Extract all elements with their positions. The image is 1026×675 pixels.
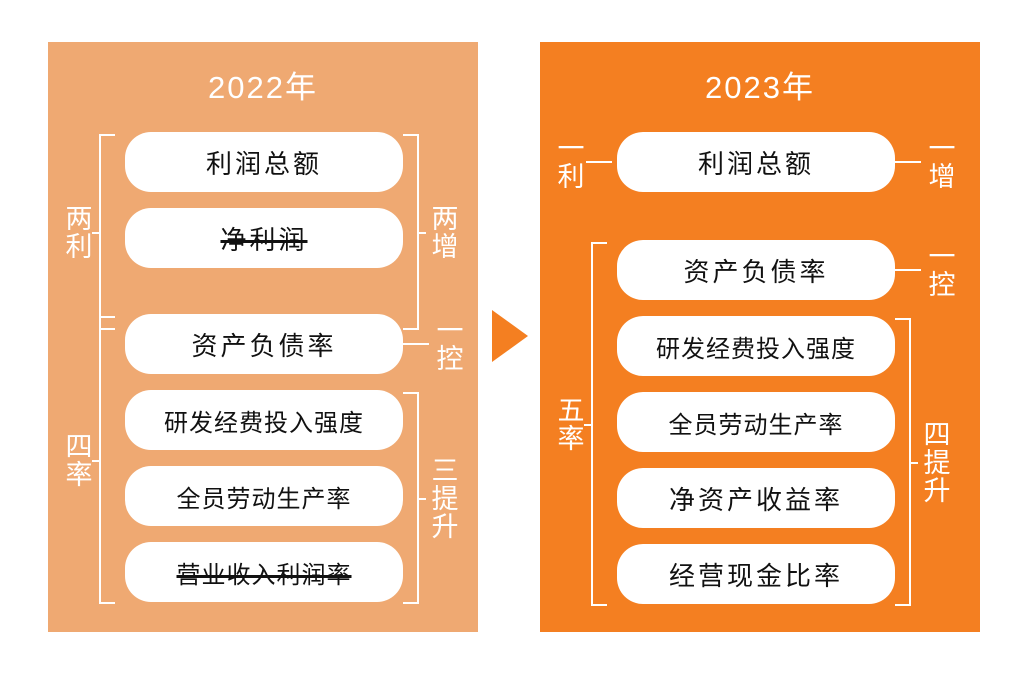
metric-label: 净利润: [220, 224, 308, 255]
group-2023-right-four-improvements: 四提升: [895, 318, 950, 606]
group-2022-right-two-increases: 两增: [403, 134, 458, 330]
metric-box-rd-intensity-2022[interactable]: 研发经费投入强度: [125, 390, 403, 450]
bracket-icon: [403, 392, 426, 604]
metric-label: 利润总额: [205, 148, 322, 179]
metric-label: 营业收入利润率: [176, 561, 352, 589]
metric-box-labor-productivity-2023[interactable]: 全员劳动生产率: [617, 392, 895, 452]
group-label: 一增: [924, 134, 955, 190]
panel-2022: 2022年 利润总额 净利润 资产负债率 研发经费投入强度 全员劳动生产率 营业…: [48, 42, 478, 632]
group-label: 一控: [924, 242, 955, 298]
metric-label: 经营现金比率: [668, 560, 843, 591]
bracket-icon: [91, 134, 115, 330]
group-label: 两增: [427, 204, 458, 260]
group-label: 一利: [553, 134, 584, 190]
group-label: 五率: [553, 396, 584, 452]
metric-box-net-profit-2022[interactable]: 净利润: [125, 208, 403, 268]
group-2023-right-one-control: 一控: [895, 242, 955, 298]
group-2023-left-one-profit: 一利: [554, 134, 612, 190]
metric-box-rd-intensity-2023[interactable]: 研发经费投入强度: [617, 316, 895, 376]
metric-box-asset-liability-ratio-2023[interactable]: 资产负债率: [617, 240, 895, 300]
connector-line-icon: [895, 269, 921, 271]
metric-label: 全员劳动生产率: [668, 411, 844, 439]
group-label: 四提升: [919, 420, 950, 504]
group-label: 两利: [61, 204, 92, 260]
group-label: 一控: [432, 316, 463, 372]
group-2023-left-five-rates: 五率: [554, 242, 607, 606]
connector-line-icon: [403, 343, 429, 345]
metric-label: 资产负债率: [683, 256, 829, 287]
metric-label: 研发经费投入强度: [164, 409, 364, 437]
bracket-icon: [403, 134, 426, 330]
group-2022-left-two-profits: 两利: [62, 134, 115, 330]
metric-box-profit-total-2022[interactable]: 利润总额: [125, 132, 403, 192]
metric-box-asset-liability-ratio-2022[interactable]: 资产负债率: [125, 314, 403, 374]
group-2022-right-one-control: 一控: [403, 316, 463, 372]
panel-2023-title: 2023年: [705, 70, 815, 105]
group-label: 四率: [61, 432, 92, 488]
bracket-icon: [583, 242, 607, 606]
metric-box-roe-2023[interactable]: 净资产收益率: [617, 468, 895, 528]
connector-line-icon: [585, 161, 612, 163]
metric-box-profit-total-2023[interactable]: 利润总额: [617, 132, 895, 192]
group-2022-right-three-improvements: 三提升: [403, 392, 458, 604]
metric-label: 全员劳动生产率: [176, 485, 352, 513]
connector-line-icon: [895, 161, 921, 163]
metric-label: 资产负债率: [191, 330, 337, 361]
group-2023-right-one-increase: 一增: [895, 134, 955, 190]
group-2022-left-four-rates: 四率: [62, 316, 115, 604]
bracket-icon: [895, 318, 918, 606]
bracket-icon: [91, 316, 115, 604]
group-label: 三提升: [427, 456, 458, 540]
metric-label: 利润总额: [697, 148, 814, 179]
panel-2023: 2023年 利润总额 资产负债率 研发经费投入强度 全员劳动生产率 净资产收益率…: [540, 42, 980, 632]
metric-box-labor-productivity-2022[interactable]: 全员劳动生产率: [125, 466, 403, 526]
metric-label: 研发经费投入强度: [656, 335, 856, 363]
metric-box-operating-cash-ratio-2023[interactable]: 经营现金比率: [617, 544, 895, 604]
metric-box-operating-margin-2022[interactable]: 营业收入利润率: [125, 542, 403, 602]
panel-2022-title: 2022年: [208, 70, 318, 105]
right-triangle-arrow-icon: [492, 310, 528, 362]
metric-label: 净资产收益率: [668, 484, 843, 515]
